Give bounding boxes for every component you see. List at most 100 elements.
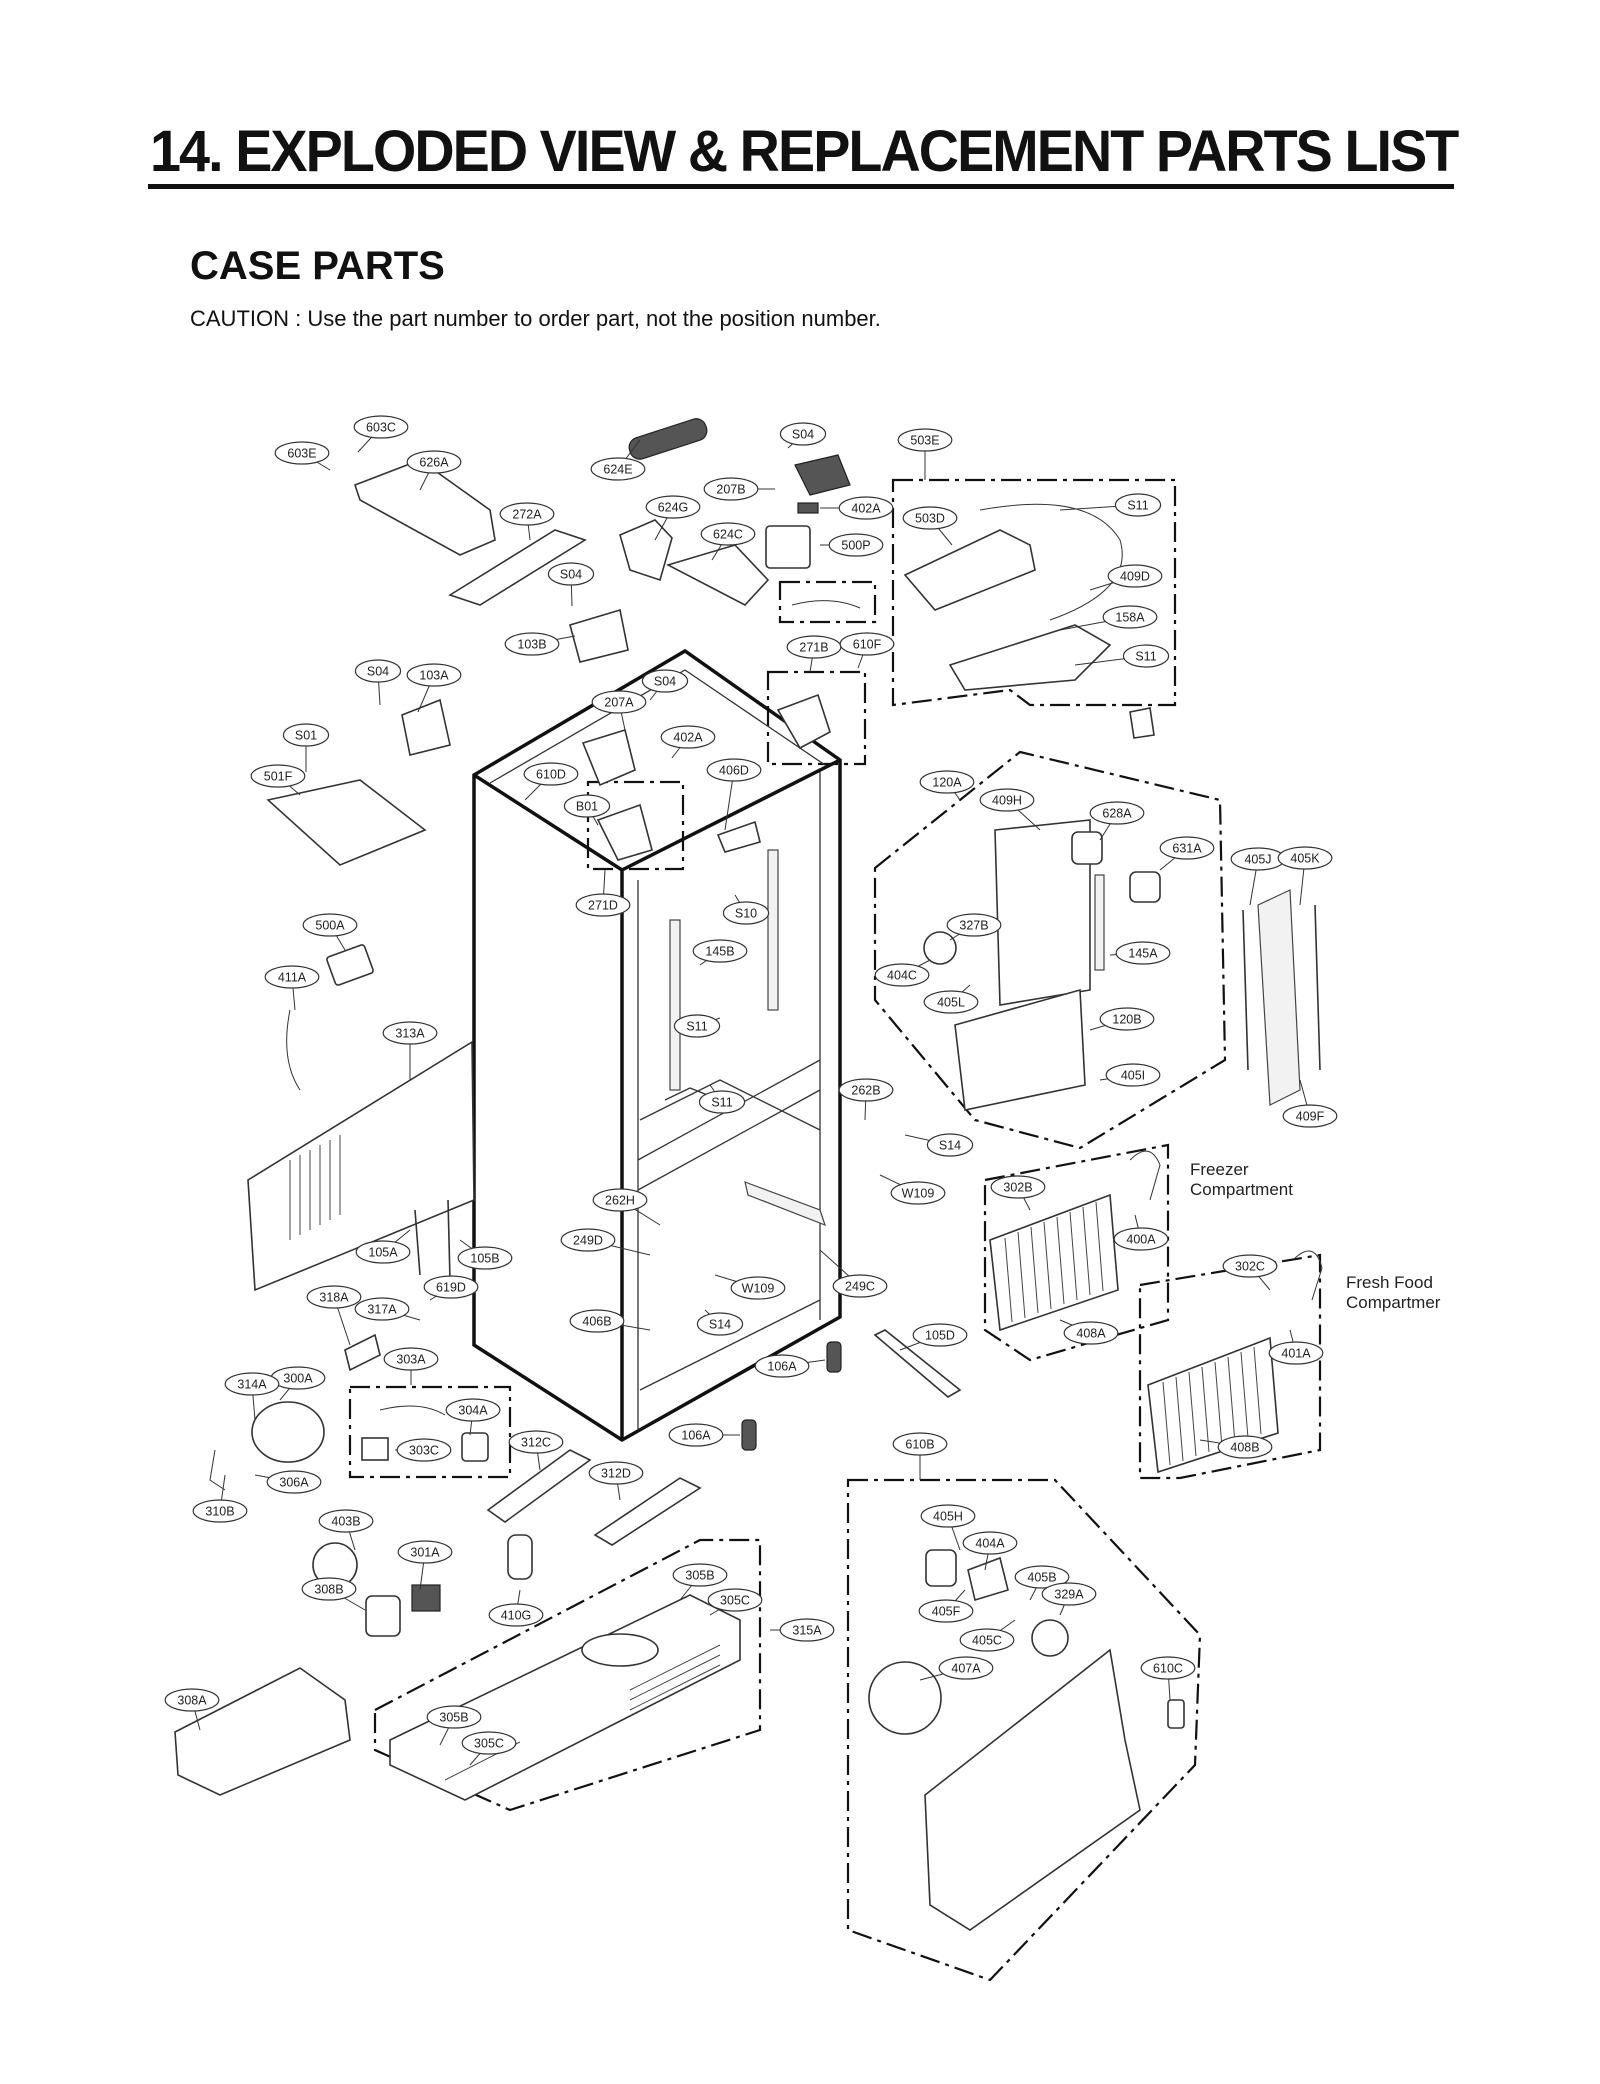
part-tag-407a: 407A xyxy=(919,1656,994,1681)
part-tag-label: 318A xyxy=(319,1291,349,1305)
part-tag-408b: 408B xyxy=(1199,1435,1273,1459)
part-cover-624c xyxy=(665,544,770,606)
group-outline-icemaker xyxy=(891,478,1177,707)
part-tag-s14: S14 xyxy=(904,1133,974,1157)
part-tag-label: 305B xyxy=(439,1711,468,1725)
part-strip-145a xyxy=(1094,874,1105,971)
part-tag-301a: 301A xyxy=(397,1540,453,1591)
part-tag-207b: 207B xyxy=(703,477,775,501)
part-tag-410g: 410G xyxy=(488,1589,544,1627)
part-tag-271b: 271B xyxy=(786,635,842,673)
part-tag-label: 305B xyxy=(685,1569,714,1583)
part-pipe-310b xyxy=(209,1449,226,1491)
part-tag-label: 610C xyxy=(1153,1662,1183,1676)
part-tag-label: 402A xyxy=(851,502,881,516)
part-fan-motor-404a xyxy=(967,1556,1009,1602)
group-outline-hinge-lower xyxy=(586,780,685,871)
part-hinge-271b xyxy=(776,693,831,750)
part-tag-label: 409F xyxy=(1296,1110,1325,1124)
part-duct-120b xyxy=(954,988,1086,1111)
part-tag-313a: 313A xyxy=(382,1021,438,1080)
part-filter-cartridge xyxy=(628,418,708,460)
group-outline-harness xyxy=(778,580,877,624)
part-housing-207b xyxy=(794,454,851,496)
part-tag-label: W109 xyxy=(742,1282,775,1296)
part-relay-303c xyxy=(361,1437,389,1461)
group-outline-relay xyxy=(348,1385,512,1479)
part-tag-105b: 105B xyxy=(457,1239,513,1270)
part-tag-249c: 249C xyxy=(819,1249,888,1298)
cabinet xyxy=(472,648,842,1443)
part-tag-label: 411A xyxy=(278,971,307,985)
part-tag-label: S01 xyxy=(295,729,317,743)
part-rail-409f-right xyxy=(1314,904,1321,1071)
part-tag-label: S11 xyxy=(1135,650,1156,664)
part-tag-404c: 404C xyxy=(874,959,931,987)
part-tag-label: 249C xyxy=(845,1280,875,1294)
part-tag-label: 408A xyxy=(1076,1327,1106,1341)
part-tag-label: 105A xyxy=(368,1246,398,1260)
part-icemaker-503d xyxy=(903,529,1036,611)
part-tray-158a xyxy=(948,624,1112,691)
part-tag-318a: 318A xyxy=(306,1285,362,1346)
part-tag-s04: S04 xyxy=(354,659,402,706)
part-tag-303c: 303C xyxy=(395,1438,452,1462)
part-tag-label: 503D xyxy=(915,512,945,526)
part-tag-405h: 405H xyxy=(920,1504,976,1551)
part-pcb-500a xyxy=(326,944,374,986)
part-tag-610b: 610B xyxy=(892,1432,948,1480)
part-tag-label: 501F xyxy=(264,770,293,784)
part-tag-label: 103B xyxy=(517,638,546,652)
part-tag-405f: 405F xyxy=(918,1589,974,1623)
part-tag-271d: 271D xyxy=(575,869,631,917)
part-tag-label: 106A xyxy=(681,1429,711,1443)
part-tag-label: 404A xyxy=(975,1537,1005,1551)
part-cover-631a xyxy=(1129,871,1161,903)
part-tray-308a xyxy=(174,1667,351,1796)
part-tag-503d: 503D xyxy=(902,506,958,546)
part-tag-label: 308A xyxy=(177,1694,207,1708)
part-tag-503e: 503E xyxy=(897,428,953,480)
freezer-label-line1: Freezer xyxy=(1190,1160,1249,1179)
part-tag-145b: 145B xyxy=(692,939,748,966)
part-switch-500p xyxy=(765,525,811,569)
caution-note: CAUTION : Use the part number to order p… xyxy=(190,306,881,331)
part-tag-120b: 120B xyxy=(1089,1007,1155,1031)
part-tags: 603C603E626A272AS04624E624G624C207BS0440… xyxy=(164,415,1338,1766)
part-tag-label: 628A xyxy=(1102,807,1132,821)
part-tag-label: 409H xyxy=(992,794,1022,808)
part-tag-label: 305C xyxy=(474,1737,504,1751)
part-tag-405k: 405K xyxy=(1277,846,1333,906)
part-bracket-103a xyxy=(401,698,451,756)
part-tag-label: 313A xyxy=(395,1027,425,1041)
part-tag-label: 271B xyxy=(799,641,828,655)
part-tag-405i: 405I xyxy=(1099,1063,1161,1087)
part-compressor-300a xyxy=(251,1401,325,1463)
part-tag-103b: 103B xyxy=(504,632,576,656)
part-tag-label: 304A xyxy=(458,1404,488,1418)
part-tag-label: 624E xyxy=(603,463,632,477)
part-tag-label: 610D xyxy=(536,768,566,782)
part-duct-fresh xyxy=(924,1648,1141,1931)
part-tag-619d: 619D xyxy=(423,1275,479,1301)
part-tag-label: 405J xyxy=(1244,853,1271,867)
part-damper-628a xyxy=(1071,831,1103,865)
part-tag-label: 500A xyxy=(315,919,345,933)
part-cover-312c xyxy=(486,1449,592,1523)
part-tag-label: 314A xyxy=(237,1378,267,1392)
part-cover-105d xyxy=(873,1329,962,1398)
part-leveler-106a-right xyxy=(826,1341,842,1373)
part-tag-label: S14 xyxy=(939,1139,961,1153)
part-tag-label: 103A xyxy=(419,669,449,683)
part-tag-label: 207A xyxy=(604,696,634,710)
part-tag-s10: S10 xyxy=(722,894,770,925)
part-tag-s04: S04 xyxy=(641,669,689,701)
part-tag-610c: 610C xyxy=(1140,1656,1196,1701)
part-tag-label: 302B xyxy=(1003,1181,1032,1195)
part-tag-label: 503E xyxy=(910,434,939,448)
part-front-cover xyxy=(353,459,496,556)
part-tag-145a: 145A xyxy=(1109,941,1171,965)
part-tag-624c: 624C xyxy=(700,522,756,561)
part-condenser-301a xyxy=(411,1584,441,1612)
part-tag-label: 400A xyxy=(1126,1233,1156,1247)
